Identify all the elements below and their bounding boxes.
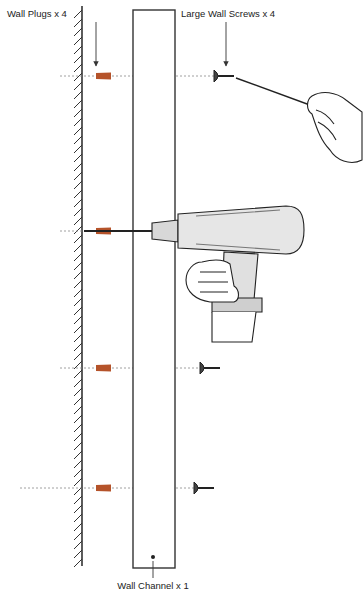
wall-hatch <box>74 280 82 288</box>
wall-hatch <box>74 415 82 423</box>
wall-hatch <box>74 424 82 432</box>
wall-hatch <box>74 550 82 558</box>
wall-hatch <box>74 271 82 279</box>
wall-hatch <box>74 73 82 81</box>
wall-hatch <box>74 235 82 243</box>
wall-hatch <box>74 379 82 387</box>
wall-hatch <box>74 136 82 144</box>
wall-hatch <box>74 514 82 522</box>
screwdriver-hand <box>236 78 362 162</box>
wall-hatch <box>74 190 82 198</box>
wall-hatch <box>74 64 82 72</box>
wall-hatch <box>74 253 82 261</box>
wall-hatch <box>74 154 82 162</box>
wall-hatch <box>74 469 82 477</box>
wall-hatch <box>74 109 82 117</box>
wall-hatch <box>74 55 82 63</box>
wall-hatch <box>74 505 82 513</box>
wall-hatch <box>74 307 82 315</box>
wall-hatch <box>74 298 82 306</box>
wall-hatch <box>74 19 82 27</box>
wall-hatch <box>74 181 82 189</box>
wall-hatch <box>74 10 82 18</box>
wall-hatch <box>74 397 82 405</box>
part-label: Wall Plugs x 4 <box>6 9 68 19</box>
wall-hatch <box>74 118 82 126</box>
wall-hatch <box>74 478 82 486</box>
wall-hatch <box>74 325 82 333</box>
wall-hatch <box>74 28 82 36</box>
wall-hatch <box>74 217 82 225</box>
wall-hatch <box>74 145 82 153</box>
wall-hatch <box>74 559 82 567</box>
wall-hatch <box>74 433 82 441</box>
part-label: Large Wall Screws x 4 <box>180 9 276 19</box>
wall-hatch <box>74 226 82 234</box>
wall-hatch <box>74 208 82 216</box>
part-label: Wall Channel x 1 <box>116 581 189 591</box>
leader-lines <box>96 22 226 578</box>
wall-hatch <box>74 460 82 468</box>
wall-hatch <box>74 532 82 540</box>
wall-hatch <box>74 451 82 459</box>
wall <box>74 6 82 567</box>
wall-hatch <box>74 406 82 414</box>
power-drill <box>84 206 304 342</box>
wall-hatch <box>74 46 82 54</box>
wall-hatch <box>74 289 82 297</box>
wall-channel <box>133 10 175 568</box>
channel-hole <box>151 555 155 559</box>
wall-hatch <box>74 199 82 207</box>
wall-hatch <box>74 37 82 45</box>
wall-hatch <box>74 352 82 360</box>
wall-hatch <box>74 172 82 180</box>
wall-hatch <box>74 100 82 108</box>
wall-hatch <box>74 82 82 90</box>
wall-hatch <box>74 496 82 504</box>
wall-hatch <box>74 163 82 171</box>
wall-hatch <box>74 388 82 396</box>
wall-hatch <box>74 127 82 135</box>
wall-hatch <box>74 334 82 342</box>
wall-hatch <box>74 316 82 324</box>
wall-hatch <box>74 91 82 99</box>
wall-hatch <box>74 262 82 270</box>
wall-plugs <box>96 73 111 492</box>
wall-hatch <box>74 541 82 549</box>
wall-hatch <box>74 343 82 351</box>
wall-hatch <box>74 370 82 378</box>
wall-hatch <box>74 523 82 531</box>
wall-hatch <box>74 244 82 252</box>
wall-screws <box>194 70 234 494</box>
wall-hatch <box>74 442 82 450</box>
